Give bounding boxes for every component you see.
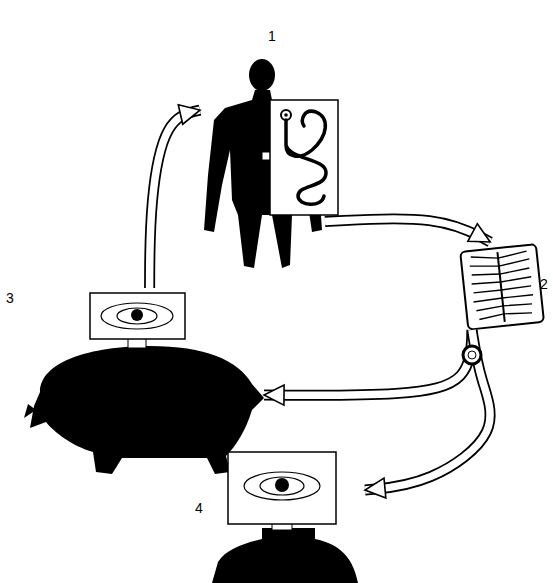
pig-tail	[24, 404, 36, 418]
tapeworm-strobila	[286, 111, 326, 204]
lifecycle-stage: 3	[4, 288, 264, 476]
cysticercus-vesicle	[260, 477, 304, 495]
arrow-body	[150, 110, 200, 288]
stage-number: 4	[195, 500, 203, 516]
cysticercus-wall	[244, 472, 320, 500]
tapeworm-hooks	[284, 113, 288, 117]
stage-number: 1	[268, 28, 276, 44]
egg	[463, 346, 481, 364]
cysticercus-scolex	[275, 478, 289, 492]
egg-shell	[463, 346, 481, 364]
gravid-proglottid	[460, 244, 544, 330]
lifecycle-stage: 4	[195, 448, 365, 583]
head-shoulders	[212, 528, 358, 583]
lifecycle-stage: 2	[458, 242, 550, 330]
inset-frame	[90, 293, 185, 339]
human-head	[249, 59, 275, 91]
inset-frame	[228, 452, 336, 524]
uterus-branches	[469, 251, 535, 320]
human-head-silhouette	[212, 452, 358, 583]
stage-number: 2	[540, 276, 548, 292]
lifecycle-arrow	[325, 219, 490, 242]
cysticercus-vesicle	[117, 308, 157, 324]
lifecycle-stage: 1	[200, 28, 325, 270]
arrow-body	[365, 330, 490, 490]
cysticercus-wall	[101, 303, 173, 329]
edge-layer	[150, 110, 491, 490]
uterus-stem	[497, 252, 504, 322]
arrow-body	[264, 330, 472, 395]
proglottid-outline	[460, 244, 544, 330]
arrow-outline	[325, 219, 490, 242]
arrow-outline	[150, 110, 200, 288]
egg-embryo	[468, 351, 476, 359]
stage-number: 3	[6, 290, 14, 306]
cysticercus-scolex	[131, 309, 143, 321]
arrow-outline	[264, 330, 472, 395]
inset-frame	[270, 100, 338, 215]
lifecycle-arrow	[150, 110, 200, 288]
human-silhouette	[204, 59, 338, 268]
arrow-body	[325, 219, 490, 242]
lifecycle-arrow	[365, 330, 490, 490]
lifecycle-arrow	[264, 330, 472, 395]
arrow-outline	[365, 330, 490, 490]
pig-silhouette	[24, 293, 264, 474]
